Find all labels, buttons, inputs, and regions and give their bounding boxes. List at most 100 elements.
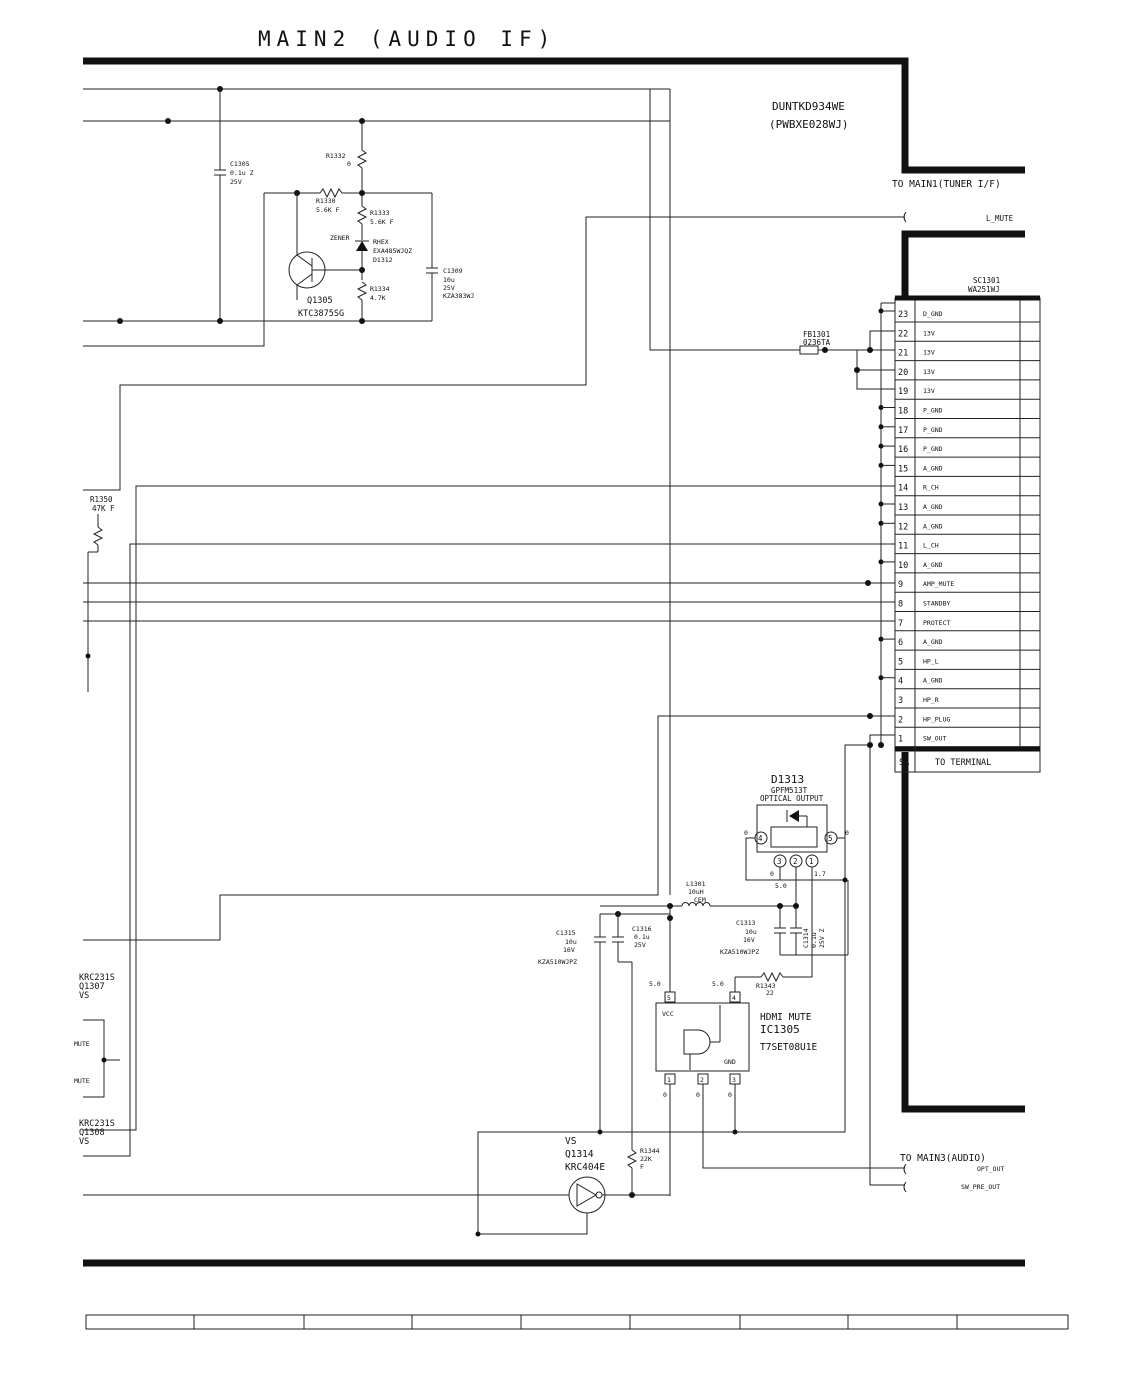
wire-r-ch bbox=[83, 485, 895, 1131]
sc1301-pin-number: 13 bbox=[898, 503, 908, 513]
sc1301-pin-signal: HP_R bbox=[923, 696, 939, 704]
q1308-ref: Q1308 bbox=[79, 1128, 105, 1138]
wire bbox=[837, 837, 846, 880]
ic1305-function: HDMI MUTE bbox=[760, 1012, 812, 1023]
voltage-pin4: 0 bbox=[744, 829, 748, 837]
sc1301-pin-number: 11 bbox=[898, 542, 908, 552]
opt-out-connector-bracket bbox=[903, 1163, 907, 1175]
sw-pre-out-label: SW_PRE_OUT bbox=[961, 1183, 1000, 1191]
junction bbox=[359, 318, 365, 324]
junction bbox=[867, 742, 873, 748]
sc1301-pin-number: 3 bbox=[898, 696, 903, 706]
wire bbox=[856, 369, 895, 390]
junction bbox=[822, 347, 828, 353]
title-block bbox=[85, 1314, 1069, 1330]
sc1301-ref: SC1301 bbox=[973, 276, 1000, 285]
sc1301-pin-signal: PROTECT bbox=[923, 619, 950, 627]
q1314-ref: Q1314 bbox=[565, 1149, 594, 1160]
sc1301-pin-signal: A_GND bbox=[923, 561, 943, 569]
voltage-ic-pin1: 0 bbox=[663, 1091, 667, 1099]
sc1301-pin-number: 5 bbox=[898, 657, 903, 667]
r1344-tolerance: F bbox=[640, 1163, 644, 1171]
wire bbox=[83, 1019, 105, 1098]
c1314-ref: C1314 bbox=[802, 928, 810, 948]
l1301-inductor bbox=[681, 902, 711, 907]
c1316-ref: C1316 bbox=[632, 925, 652, 933]
junction bbox=[117, 318, 123, 324]
sc1301-pin-number: 23 bbox=[898, 310, 908, 320]
junction bbox=[217, 318, 223, 324]
q1314-label-vs: VS bbox=[565, 1136, 577, 1147]
r1344-ref: R1344 bbox=[640, 1147, 660, 1155]
ic1305-pin4 bbox=[729, 991, 741, 1003]
wire-l-mute bbox=[83, 216, 905, 491]
junction bbox=[359, 190, 365, 196]
junction bbox=[867, 347, 873, 353]
d1313-pin-3-label: 3 bbox=[777, 857, 782, 866]
junction bbox=[842, 877, 848, 883]
r1330-resistor bbox=[319, 187, 343, 199]
zener-diode-icon bbox=[356, 241, 368, 251]
voltage-ic-pin3: 0 bbox=[728, 1091, 732, 1099]
c1315-ref: C1315 bbox=[556, 929, 576, 937]
ic1305-pin4-label: 4 bbox=[732, 994, 736, 1002]
sw-pre-out-connector-bracket bbox=[903, 1181, 907, 1193]
mute-label-2: MUTE bbox=[74, 1077, 90, 1085]
r1332-resistor bbox=[356, 149, 368, 169]
voltage-1v7: 1.7 bbox=[814, 870, 826, 878]
junction bbox=[865, 580, 871, 586]
opt-out-label: OPT_OUT bbox=[977, 1165, 1004, 1173]
d1312-ref: D1312 bbox=[373, 256, 393, 264]
voltage-pin5: 0 bbox=[845, 829, 849, 837]
q1308-part: KRC231S bbox=[79, 1119, 115, 1129]
sc1301-pin-signal: 13V bbox=[923, 329, 935, 337]
r1333-ref: R1333 bbox=[370, 209, 390, 217]
wire bbox=[477, 744, 870, 1234]
fb1301-ferrite-bead bbox=[799, 345, 819, 355]
junction bbox=[85, 653, 91, 659]
board-name: DUNTKD934WE bbox=[772, 100, 845, 113]
r1343-value: 22 bbox=[766, 989, 774, 997]
sc1301-pin-number: 6 bbox=[898, 638, 903, 648]
l1301-type: CEM bbox=[694, 896, 706, 904]
sc1301-pin-signal: R_CH bbox=[923, 484, 939, 492]
c1316-value: 0.1u bbox=[634, 933, 650, 941]
d1313-pin-2-label: 2 bbox=[793, 857, 798, 866]
zener-label: ZENER bbox=[330, 234, 350, 242]
sc1301-pin-number: 4 bbox=[898, 677, 903, 687]
d1313-part: GPFM513T bbox=[771, 786, 808, 795]
junction bbox=[878, 742, 884, 748]
c1313-voltage: 16V bbox=[743, 936, 755, 944]
board-outline-top bbox=[83, 57, 1025, 174]
r1334-value: 4.7K bbox=[370, 294, 386, 302]
q1307-ref: Q1307 bbox=[79, 982, 105, 992]
sc1301-pin-number: 22 bbox=[898, 329, 908, 339]
r1332-ref: R1332 bbox=[326, 152, 346, 160]
junction bbox=[101, 1057, 107, 1063]
voltage-5v-b: 5.0 bbox=[649, 980, 661, 988]
c1305-ref: C1305 bbox=[230, 160, 250, 168]
sc1301-pin-signal: D_GND bbox=[923, 310, 943, 318]
q1314-buffer-symbol bbox=[576, 1183, 597, 1207]
sc1301-pin-number: 1 bbox=[898, 735, 903, 745]
ic1305-part: T7SET08U1E bbox=[760, 1042, 817, 1053]
sc1301-pin-signal: A_GND bbox=[923, 638, 943, 646]
d1312-part: EXA485WJQZ bbox=[373, 247, 412, 255]
r1330-ref: R1330 bbox=[316, 197, 336, 205]
main1-label: TO MAIN1(TUNER I/F) bbox=[892, 179, 1001, 190]
sc1301-footer-sa: SA bbox=[899, 758, 909, 768]
r1343-resistor bbox=[760, 971, 784, 983]
junction bbox=[854, 367, 860, 373]
l1301-ref: L1301 bbox=[686, 880, 706, 888]
junction bbox=[165, 118, 171, 124]
c1315-part: KZA510WJPZ bbox=[538, 958, 577, 966]
d1313-ref: D1313 bbox=[771, 773, 804, 786]
board-pwb: (PWBXE028WJ) bbox=[769, 118, 848, 131]
q1305-emitter bbox=[296, 273, 313, 286]
c1313-part: KZA510WJPZ bbox=[720, 948, 759, 956]
sc1301-pin-number: 7 bbox=[898, 619, 903, 629]
sc1301-pin-signal: L_CH bbox=[923, 542, 939, 550]
d1313-pin-4-label: 4 bbox=[758, 834, 763, 843]
sc1301-pin-signal: P_GND bbox=[923, 407, 943, 415]
